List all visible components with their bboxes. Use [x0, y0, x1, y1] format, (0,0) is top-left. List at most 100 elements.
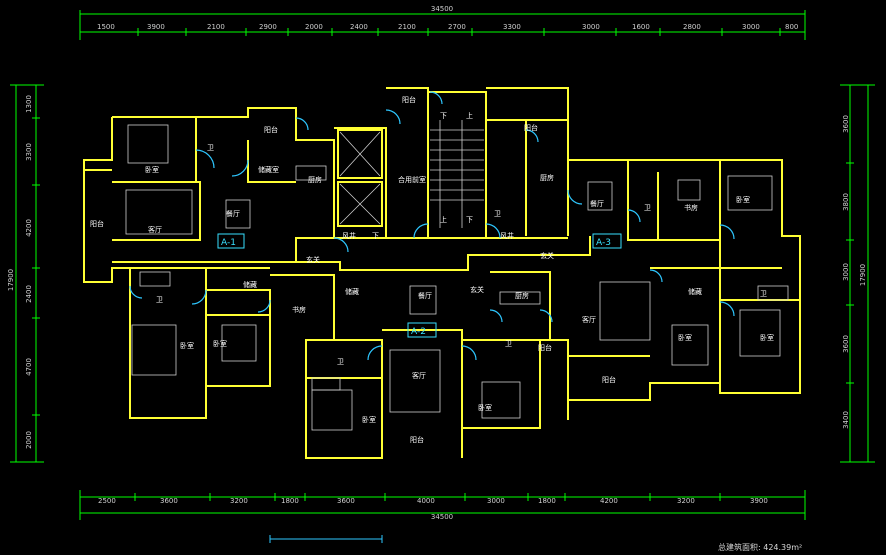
- label-pipe-a1: 风井: [342, 231, 356, 240]
- label-bath-a3-top: 卫: [644, 204, 651, 212]
- left-dim-2: 4200: [25, 219, 33, 237]
- total-dim-top: 34500: [431, 5, 453, 13]
- bottom-dim-2: 3200: [230, 497, 248, 505]
- label-pipe-a2: 风井: [500, 231, 514, 240]
- unit-tag-a3: A-3: [596, 238, 611, 248]
- label-down-core: 下: [372, 232, 379, 240]
- label-shared-corridor: 合用前室: [398, 175, 426, 184]
- unit-tag-a1-box: [217, 233, 245, 249]
- bottom-dim-3: 1800: [281, 497, 299, 505]
- bottom-dim-8: 4200: [600, 497, 618, 505]
- top-dim-texts: 1500 3900 2100 2900 2000 2400 2100 2700 …: [97, 23, 798, 31]
- bottom-dim-6: 3000: [487, 497, 505, 505]
- label-bedroom-a1-bm: 卧室: [213, 339, 227, 348]
- furniture: [125, 120, 789, 431]
- label-foyer-a2: 玄关: [470, 285, 484, 294]
- label-bath-a3-right: 卫: [760, 290, 767, 298]
- label-bedroom-a1-top: 卧室: [145, 165, 159, 174]
- label-bath-a2-left: 卫: [337, 358, 344, 366]
- unit-tag-a3-box: [592, 233, 622, 249]
- top-dim-10: 1600: [632, 23, 650, 31]
- label-balcony-a2-right: 阳台: [538, 343, 552, 352]
- dimension-lines: [10, 10, 875, 520]
- label-dining-a1: 餐厅: [226, 209, 240, 218]
- top-dim-0: 1500: [97, 23, 115, 31]
- unit-tag-a1: A-1: [221, 238, 236, 248]
- total-dim-right: 17900: [859, 264, 867, 286]
- left-dim-3: 2400: [25, 285, 33, 303]
- bottom-dim-9: 3200: [677, 497, 695, 505]
- top-dim-3: 2900: [259, 23, 277, 31]
- label-kitchen-a2: 厨房: [515, 291, 529, 300]
- label-bath-a2-top: 卫: [494, 210, 501, 218]
- label-bath-a1-top: 卫: [207, 144, 214, 152]
- label-storage-a2: 储藏: [345, 287, 359, 296]
- doors: [129, 91, 735, 361]
- label-foyer-a1: 玄关: [306, 255, 320, 264]
- right-dim-1: 3800: [842, 193, 850, 211]
- top-dim-13: 800: [785, 23, 798, 31]
- bottom-dim-5: 4000: [417, 497, 435, 505]
- label-storage-room-a1: 储藏室: [258, 165, 279, 174]
- right-dim-4: 3400: [842, 411, 850, 429]
- left-dim-5: 2000: [25, 431, 33, 449]
- label-bedroom-a2-right: 卧室: [478, 403, 492, 412]
- label-stair-up-1: 上: [466, 111, 473, 120]
- label-bath-a1-bottom: 卫: [156, 296, 163, 304]
- left-dim-4: 4700: [25, 358, 33, 376]
- bottom-dim-10: 3900: [750, 497, 768, 505]
- bottom-dim-texts: 2500 3600 3200 1800 3600 4000 3000 1800 …: [98, 497, 768, 505]
- unit-tag-a2: A-2: [411, 327, 426, 337]
- label-balcony-a2-bottom: 阳台: [410, 435, 424, 444]
- label-bath-a2-right: 卫: [505, 340, 512, 348]
- total-dim-left: 17900: [7, 269, 15, 291]
- label-study-a1: 书房: [292, 305, 306, 314]
- right-dim-3: 3600: [842, 335, 850, 353]
- label-balcony-a2-top: 阳台: [524, 123, 538, 132]
- bottom-dim-4: 3600: [337, 497, 355, 505]
- room-labels: 卧室 客厅 餐厅 阳台 储藏室 厨房 阳台 卫 卫 卧室 卧室 储藏 书房 玄关…: [90, 95, 774, 444]
- label-kitchen-a2-top: 厨房: [540, 173, 554, 182]
- label-balcony-a1-top: 阳台: [264, 125, 278, 134]
- total-area-note: 总建筑面积: 424.39m²: [718, 542, 802, 551]
- top-dim-8: 3300: [503, 23, 521, 31]
- label-dining-a2: 餐厅: [418, 291, 432, 300]
- label-balcony-a1-left: 阳台: [90, 219, 104, 228]
- label-study-a3: 书房: [684, 203, 698, 212]
- top-dim-12: 3000: [742, 23, 760, 31]
- top-dim-4: 2000: [305, 23, 323, 31]
- bottom-dim-0: 2500: [98, 497, 116, 505]
- left-dim-texts: 17900 1300 3300 4200 2400 4700 2000: [7, 95, 33, 449]
- right-dim-2: 3000: [842, 263, 850, 281]
- right-dim-0: 3600: [842, 115, 850, 133]
- right-dim-texts: 17900 3600 3800 3000 3600 3400: [842, 115, 867, 429]
- label-living-a1: 客厅: [148, 225, 162, 234]
- label-kitchen-a1: 厨房: [308, 175, 322, 184]
- unit-tag-a2-box: [407, 322, 437, 338]
- top-dim-1: 3900: [147, 23, 165, 31]
- top-dim-9: 3000: [582, 23, 600, 31]
- left-dim-0: 1300: [25, 95, 33, 113]
- top-dim-5: 2400: [350, 23, 368, 31]
- top-dim-2: 2100: [207, 23, 225, 31]
- label-stair-up-2: 上: [440, 215, 447, 224]
- label-storage-a1: 储藏: [243, 280, 257, 289]
- bottom-dim-1: 3600: [160, 497, 178, 505]
- label-bedroom-a2-left: 卧室: [362, 415, 376, 424]
- label-living-a2: 客厅: [412, 371, 426, 380]
- left-dim-1: 3300: [25, 143, 33, 161]
- walls: [83, 87, 801, 459]
- label-living-a3: 客厅: [582, 315, 596, 324]
- label-bedroom-a3-top: 卧室: [736, 195, 750, 204]
- label-stair-down-2: 下: [466, 216, 473, 224]
- top-dim-11: 2800: [683, 23, 701, 31]
- label-dining-a3: 餐厅: [590, 199, 604, 208]
- total-dim-bottom: 34500: [431, 513, 453, 521]
- label-bedroom-a1-bl: 卧室: [180, 341, 194, 350]
- top-dim-6: 2100: [398, 23, 416, 31]
- label-balcony-a3: 阳台: [602, 375, 616, 384]
- label-bedroom-a3-mid: 卧室: [678, 333, 692, 342]
- label-foyer-a3: 玄关: [540, 251, 554, 260]
- label-stair-down-1: 下: [440, 112, 447, 120]
